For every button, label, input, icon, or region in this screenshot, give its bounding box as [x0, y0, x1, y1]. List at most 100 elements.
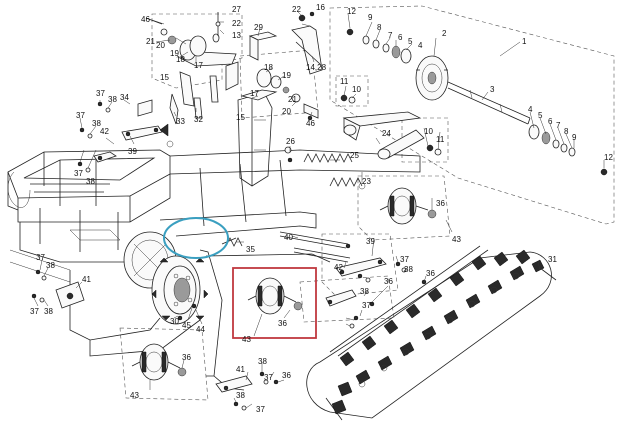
callout-21: 21 [146, 37, 155, 46]
callout-36: 36 [426, 269, 435, 278]
callout-38: 38 [258, 357, 267, 366]
track-guide-holes [358, 272, 520, 388]
callout-39: 39 [128, 147, 137, 156]
callout-6: 6 [398, 33, 403, 42]
callout-6: 6 [548, 117, 553, 126]
callout-37: 37 [362, 301, 371, 310]
callout-37: 37 [256, 405, 265, 414]
callout-18: 18 [176, 55, 185, 64]
callout-14-28: 14,28 [306, 63, 327, 72]
callout-12: 12 [604, 153, 613, 162]
callout-30: 30 [170, 317, 179, 326]
tension-spring-lower [329, 177, 363, 187]
frame-link-right [321, 233, 399, 297]
bracket-29-22 [215, 11, 323, 75]
callout-38: 38 [404, 265, 413, 274]
callout-19: 19 [282, 71, 291, 80]
callout-5: 5 [538, 111, 543, 120]
frame-idler-assembly [151, 13, 243, 89]
frame-shaft-assembly [329, 5, 615, 225]
idler-wheel [415, 55, 449, 101]
callout-3: 3 [490, 85, 495, 94]
callout-25: 25 [350, 151, 359, 160]
callout-37: 37 [400, 255, 409, 264]
callout-39: 39 [366, 237, 375, 246]
callout-42: 42 [100, 127, 109, 136]
callout-4: 4 [528, 105, 533, 114]
callout-32: 32 [194, 115, 203, 124]
callout-43: 43 [130, 391, 139, 400]
small-washers-10-11 [340, 94, 442, 156]
callout-41: 41 [236, 365, 245, 374]
callout-24: 24 [382, 129, 391, 138]
callout-46: 46 [306, 119, 315, 128]
callout-13: 13 [232, 31, 241, 40]
track-roller-bottom [131, 343, 187, 381]
callout-38: 38 [92, 119, 101, 128]
callout-38: 38 [44, 307, 53, 316]
callout-1: 1 [522, 37, 527, 46]
callout-5: 5 [408, 37, 413, 46]
callout-46: 46 [141, 15, 150, 24]
callout-45: 45 [182, 321, 191, 330]
callout-38: 38 [108, 95, 117, 104]
idler-upper-parts [145, 17, 239, 107]
callout-31: 31 [548, 255, 557, 264]
callout-40: 40 [284, 233, 293, 242]
bearing-washers-bottom [528, 124, 608, 176]
callout-33: 33 [176, 117, 185, 126]
callout-37: 37 [76, 111, 85, 120]
callout-37: 37 [96, 89, 105, 98]
callout-36: 36 [282, 371, 291, 380]
callout-37: 37 [74, 169, 83, 178]
callout-12: 12 [347, 7, 356, 16]
highlight-box [232, 267, 317, 339]
callout-29: 29 [254, 23, 263, 32]
callout-36: 36 [436, 199, 445, 208]
bearing-washers-top [346, 28, 412, 64]
frame-sub-shaft [335, 75, 369, 107]
callout-38: 38 [86, 177, 95, 186]
highlight-circle [163, 217, 229, 259]
callout-37: 37 [30, 307, 39, 316]
callout-21: 21 [288, 95, 297, 104]
callout-43: 43 [242, 335, 251, 344]
callout-17: 17 [194, 61, 203, 70]
link-plate-right [335, 257, 387, 277]
callout-38: 38 [46, 261, 55, 270]
callout-labels: 46 21 20 19 18 17 15 27 22 13 29 22 16 1… [30, 3, 613, 414]
main-frame [7, 95, 421, 391]
callout-18: 18 [264, 63, 273, 72]
callout-22: 22 [232, 19, 241, 28]
callout-20: 20 [156, 41, 165, 50]
callout-17: 17 [250, 89, 259, 98]
bracket-41-bottom [215, 375, 253, 393]
callout-22: 22 [292, 5, 301, 14]
pins-32-33-34 [137, 93, 203, 125]
track-roller-right [379, 187, 437, 225]
callout-37: 37 [264, 373, 273, 382]
callout-38: 38 [236, 391, 245, 400]
callout-43: 43 [452, 235, 461, 244]
axle-shaft [447, 81, 531, 125]
pivot-rod [279, 231, 351, 263]
bracket-assembly-15 [240, 68, 319, 119]
callout-9: 9 [572, 133, 577, 142]
link-plate-lower-left [93, 151, 117, 163]
callout-7: 7 [388, 31, 393, 40]
track-lugs [331, 249, 545, 415]
drive-sprocket [123, 231, 209, 325]
frame-roller-right [357, 175, 451, 241]
bracket-41-left [55, 281, 85, 309]
callout-10: 10 [424, 127, 433, 136]
callout-8: 8 [564, 127, 569, 136]
callout-9: 9 [368, 13, 373, 22]
callout-36: 36 [182, 353, 191, 362]
callout-23: 23 [362, 177, 371, 186]
callout-27: 27 [232, 5, 241, 14]
callout-41: 41 [82, 275, 91, 284]
callout-26: 26 [286, 137, 295, 146]
callout-15: 15 [160, 73, 169, 82]
